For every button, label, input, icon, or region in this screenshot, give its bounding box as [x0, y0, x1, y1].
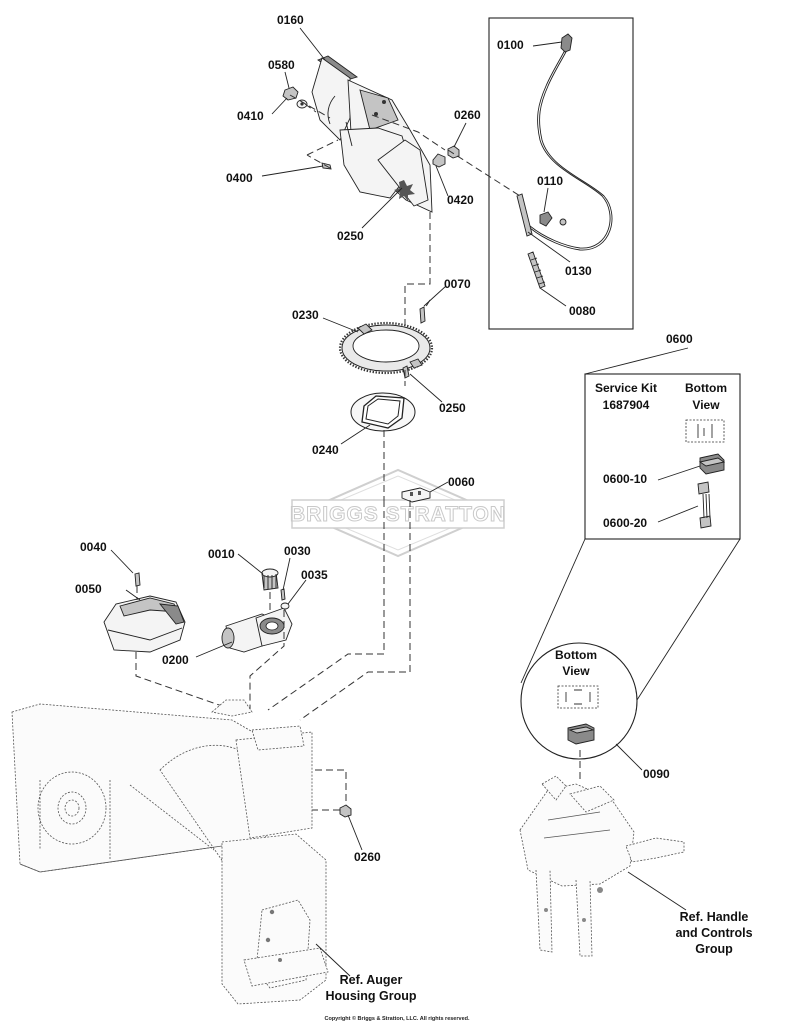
switch-0090-icon [567, 723, 595, 745]
auger-housing-reference [11, 699, 329, 1005]
ref-auger-line2: Housing Group [326, 989, 417, 1003]
leader-lines [110, 27, 701, 977]
part-labels: 0160 0580 0410 0400 0260 0420 0250 0100 … [75, 13, 693, 864]
bracket-0060-icon [401, 487, 431, 503]
label-0600-20: 0600-20 [603, 516, 647, 530]
label-0110: 0110 [537, 174, 563, 188]
label-0090: 0090 [643, 767, 670, 781]
label-0200: 0200 [162, 653, 189, 667]
assembly-dashed-lines [135, 94, 581, 811]
gear-knob-0010 [261, 568, 279, 591]
washer-0035-icon [280, 602, 290, 610]
bottom-view-callout [520, 538, 741, 760]
watermark-text: BRIGGS STRATTON [290, 503, 506, 526]
label-0030: 0030 [284, 544, 311, 558]
briggs-stratton-watermark: BRIGGS STRATTON [289, 468, 506, 558]
label-0260-bottom: 0260 [354, 850, 381, 864]
service-kit-box [584, 373, 741, 540]
label-0010: 0010 [208, 547, 235, 561]
callout-text: Bottom View [555, 648, 597, 678]
label-0100: 0100 [497, 38, 524, 52]
callout-view: View [562, 664, 590, 678]
harness-0600-20-icon [697, 481, 710, 495]
kit-bottom-view-2: View [692, 398, 720, 412]
handle-controls-reference [519, 775, 685, 957]
chute-deflector-assembly [311, 55, 433, 213]
screw-0030-icon [280, 588, 286, 601]
star-decal-icon [394, 180, 415, 201]
label-0230: 0230 [292, 308, 319, 322]
reference-text: Ref. Handle and Controls Group Ref. Auge… [326, 910, 753, 1003]
label-0080: 0080 [569, 304, 596, 318]
nut-0420-icon [432, 153, 446, 168]
label-0260-top: 0260 [454, 108, 481, 122]
label-0070: 0070 [444, 277, 471, 291]
label-0050: 0050 [75, 582, 102, 596]
label-0250-mid: 0250 [439, 401, 466, 415]
label-0400: 0400 [226, 171, 253, 185]
cable-kit-box [488, 17, 634, 330]
service-kit-number: 1687904 [603, 398, 650, 412]
label-0160: 0160 [277, 13, 304, 27]
label-0040: 0040 [80, 540, 107, 554]
callout-bottom: Bottom [555, 648, 597, 662]
cable-end-icon [560, 33, 573, 53]
spring-0080-icon [527, 251, 546, 289]
ref-handle-line1: Ref. Handle [680, 910, 749, 924]
label-0130: 0130 [565, 264, 592, 278]
service-kit-title: Service Kit [595, 381, 657, 395]
label-0410: 0410 [237, 109, 264, 123]
label-0580: 0580 [268, 58, 295, 72]
kit-bottom-view-1: Bottom [685, 381, 727, 395]
ref-handle-line3: Group [695, 942, 733, 956]
label-0250-top: 0250 [337, 229, 364, 243]
plate-0240 [350, 392, 416, 432]
label-0600-10: 0600-10 [603, 472, 647, 486]
service-kit-text: Service Kit 1687904 Bottom View [595, 381, 727, 412]
ref-auger-line1: Ref. Auger [340, 973, 403, 987]
ref-handle-line2: and Controls [675, 926, 752, 940]
screw-0110-icon [559, 218, 567, 226]
label-0035: 0035 [301, 568, 328, 582]
nut-0260-bottom-icon [339, 804, 352, 818]
label-0060: 0060 [448, 475, 475, 489]
rod-0130-icon [516, 193, 533, 237]
screw-0070-icon [419, 306, 426, 324]
label-0600: 0600 [666, 332, 693, 346]
screw-0040-icon [134, 572, 141, 587]
label-0420: 0420 [447, 193, 474, 207]
label-0240: 0240 [312, 443, 339, 457]
motor-cover-0050 [103, 595, 186, 653]
copyright-notice: Copyright © Briggs & Stratton, LLC. All … [324, 1015, 470, 1022]
clamp-0110-icon [539, 211, 553, 227]
ring-gear-0230 [338, 321, 434, 375]
motor-0200 [221, 607, 293, 653]
